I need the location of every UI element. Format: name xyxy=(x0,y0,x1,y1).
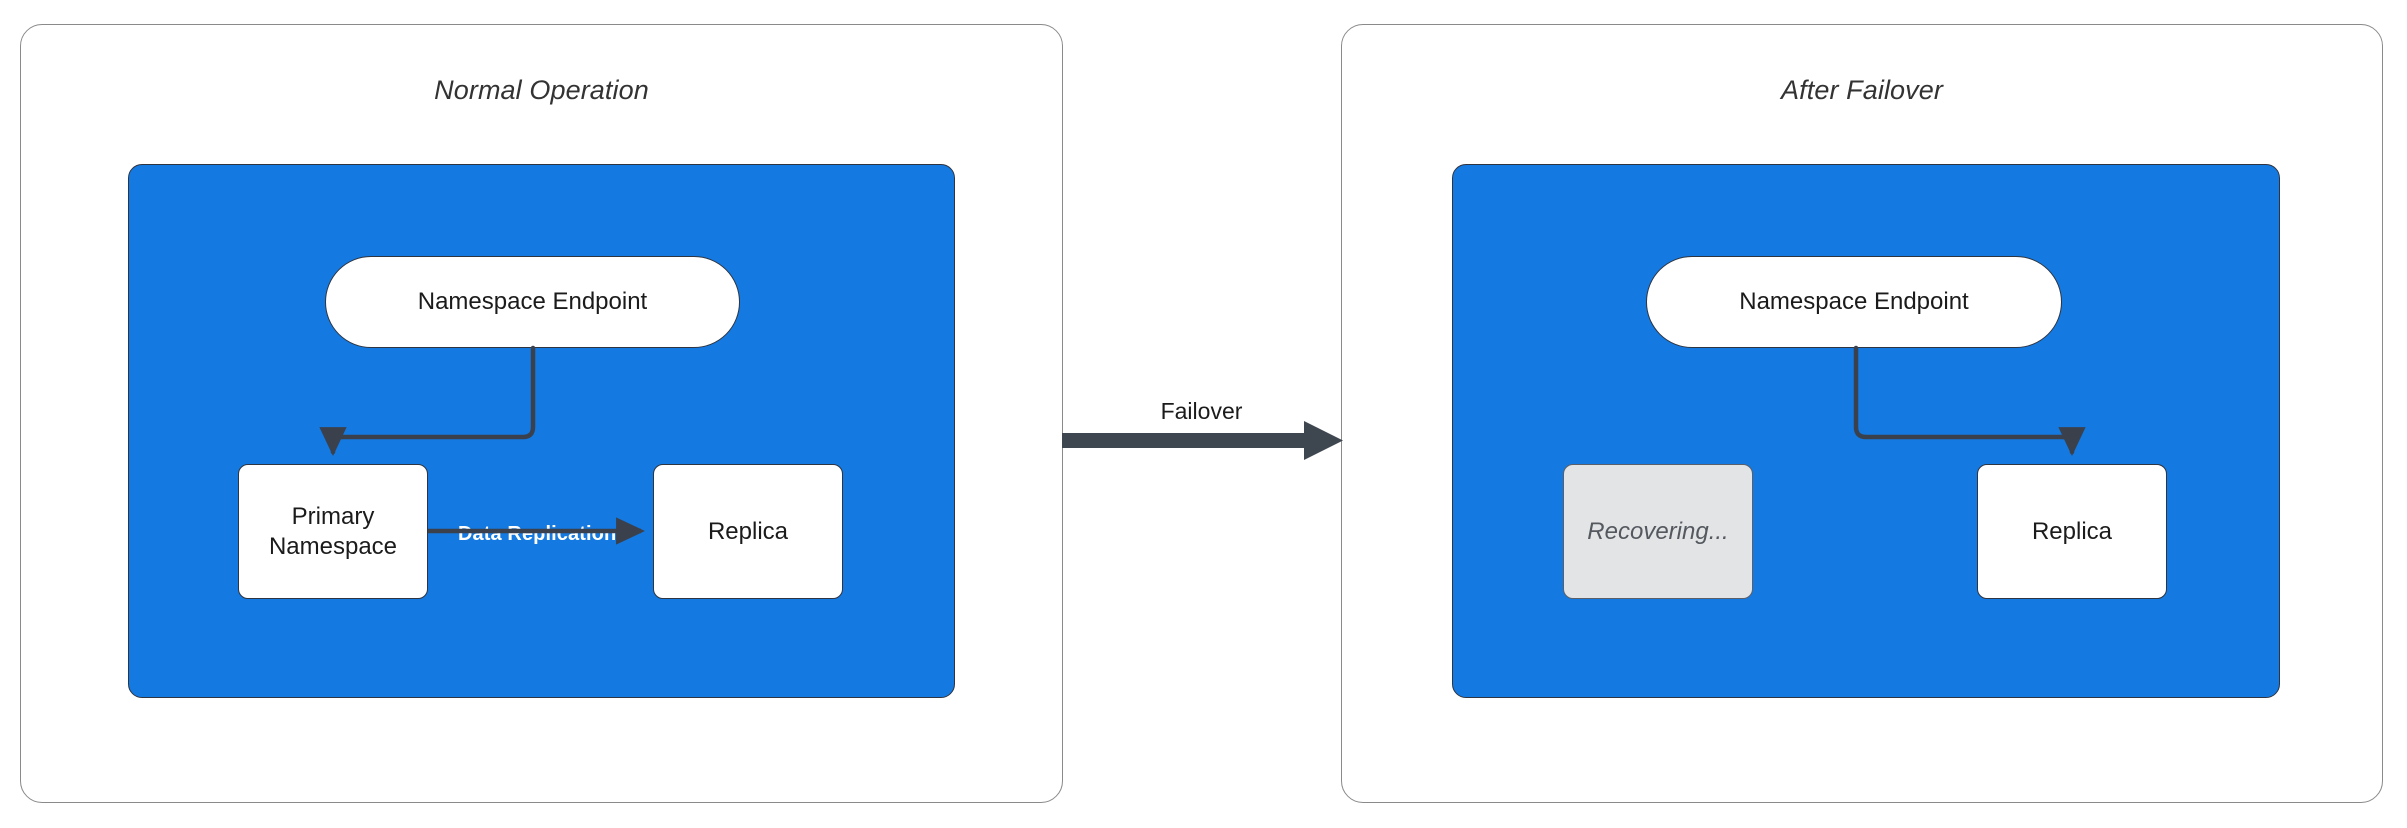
transition-label-failover: Failover xyxy=(1160,398,1243,424)
node-primary-namespace-line1: Primary xyxy=(291,503,375,531)
edge-label-data-replication: Data Replication xyxy=(458,523,617,545)
node-recovering[interactable]: Recovering... xyxy=(1563,464,1753,599)
node-namespace-endpoint-left[interactable]: Namespace Endpoint xyxy=(325,256,740,348)
node-replica-right[interactable]: Replica xyxy=(1977,464,2167,599)
panel-title-normal-operation: Normal Operation xyxy=(434,75,649,105)
transition-arrow-failover xyxy=(1062,421,1343,460)
blue-zone-after-failover xyxy=(1452,164,2280,698)
node-namespace-endpoint-right[interactable]: Namespace Endpoint xyxy=(1646,256,2062,348)
node-replica-left[interactable]: Replica xyxy=(653,464,843,599)
panel-title-after-failover: After Failover xyxy=(1781,75,1943,105)
blue-zone-normal-operation xyxy=(128,164,955,698)
node-primary-namespace-line2: Namespace xyxy=(268,532,398,560)
node-primary-namespace[interactable]: Primary Namespace xyxy=(238,464,428,599)
